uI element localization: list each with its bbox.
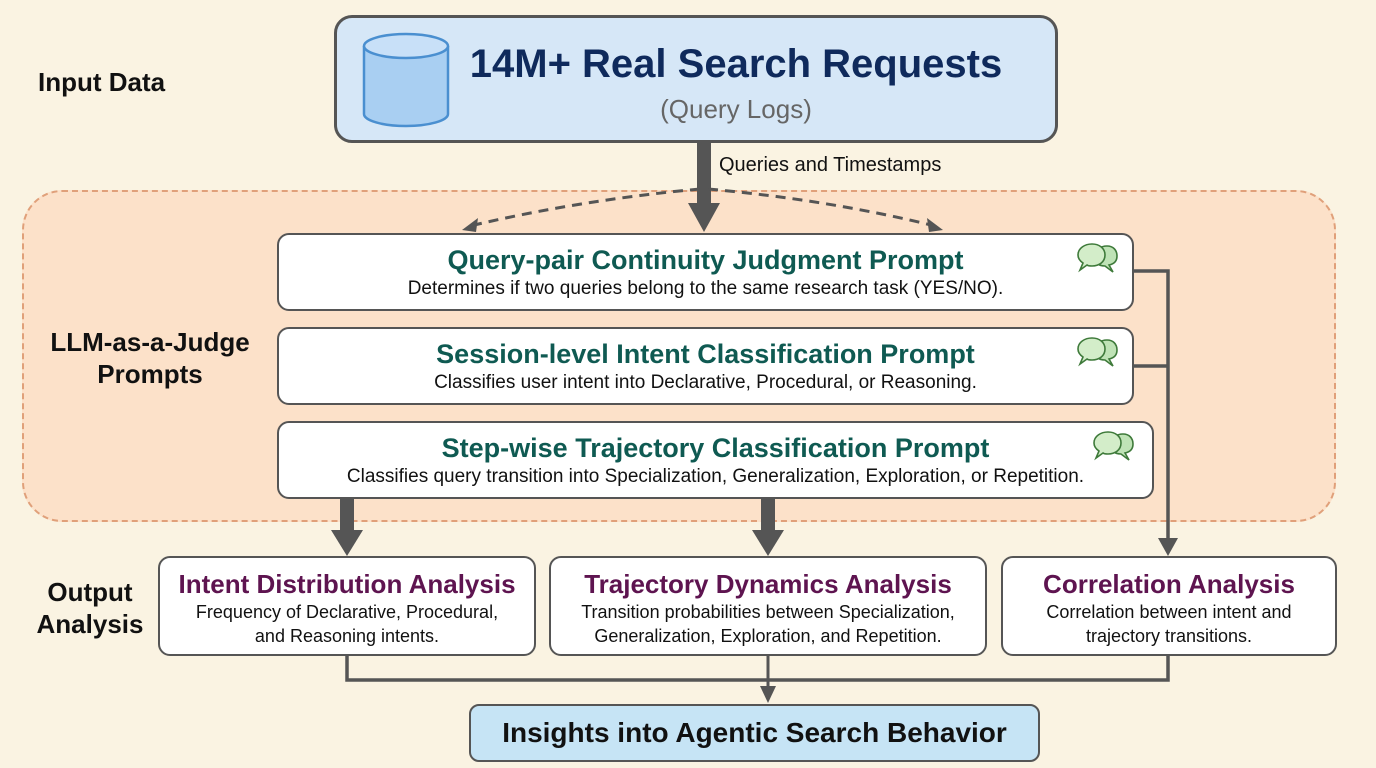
- database-cylinder-icon: [362, 32, 450, 128]
- prompt-node-trajectory: Step-wise Trajectory Classification Prom…: [277, 421, 1154, 499]
- outputs-to-insights-connector: [345, 656, 1170, 703]
- row-label-output-line2: Analysis: [36, 609, 144, 639]
- prompt-to-intent-arrow: [331, 498, 363, 556]
- prompt-description: Determines if two queries belong to the …: [407, 278, 1004, 299]
- prompt-to-trajectory-arrow: [752, 498, 784, 556]
- chat-bubbles-icon: [1077, 243, 1118, 273]
- row-label-output: Output Analysis: [28, 576, 152, 640]
- output-node-correlation: Correlation Analysis Correlation between…: [1001, 556, 1337, 656]
- output-title: Correlation Analysis: [1043, 569, 1295, 599]
- output-description-line2: Generalization, Exploration, and Repetit…: [594, 626, 942, 646]
- prompt-node-intent: Session-level Intent Classification Prom…: [277, 327, 1134, 405]
- prompt-title: Session-level Intent Classification Prom…: [436, 339, 975, 369]
- row-label-prompts-line1: LLM-as-a-Judge: [50, 327, 250, 357]
- row-label-output-line1: Output: [47, 577, 133, 607]
- output-title: Trajectory Dynamics Analysis: [584, 569, 952, 599]
- input-node: 14M+ Real Search Requests (Query Logs): [334, 15, 1058, 143]
- output-node-intent-distribution: Intent Distribution Analysis Frequency o…: [158, 556, 536, 656]
- output-description-line2: trajectory transitions.: [1085, 626, 1253, 646]
- output-description-line2: and Reasoning intents.: [254, 626, 440, 646]
- output-title: Intent Distribution Analysis: [178, 569, 516, 599]
- output-description-line1: Correlation between intent and: [1046, 602, 1292, 622]
- prompt-node-continuity: Query-pair Continuity Judgment Prompt De…: [277, 233, 1134, 311]
- prompt-title: Query-pair Continuity Judgment Prompt: [447, 245, 964, 275]
- input-node-title: 14M+ Real Search Requests: [469, 42, 1003, 86]
- prompts-to-correlation-connector: [1134, 269, 1178, 556]
- input-to-prompts-arrow: [688, 143, 720, 232]
- output-node-trajectory-dynamics: Trajectory Dynamics Analysis Transition …: [549, 556, 987, 656]
- output-description-line1: Transition probabilities between Special…: [581, 602, 955, 622]
- prompt-title: Step-wise Trajectory Classification Prom…: [441, 433, 990, 463]
- insights-node: Insights into Agentic Search Behavior: [469, 704, 1040, 762]
- chat-bubbles-icon: [1093, 431, 1134, 461]
- input-node-subtitle: (Query Logs): [660, 94, 812, 124]
- dashed-fanout-arrows: [462, 187, 943, 232]
- prompt-description: Classifies query transition into Special…: [346, 466, 1085, 487]
- row-label-prompts: LLM-as-a-Judge Prompts: [30, 326, 270, 390]
- prompt-description: Classifies user intent into Declarative,…: [434, 372, 977, 393]
- output-description-line1: Frequency of Declarative, Procedural,: [195, 602, 499, 622]
- row-label-input: Input Data: [38, 67, 166, 97]
- row-label-prompts-line2: Prompts: [97, 359, 203, 389]
- chat-bubbles-icon: [1077, 337, 1118, 367]
- edge-label-queries-timestamps: Queries and Timestamps: [719, 154, 942, 176]
